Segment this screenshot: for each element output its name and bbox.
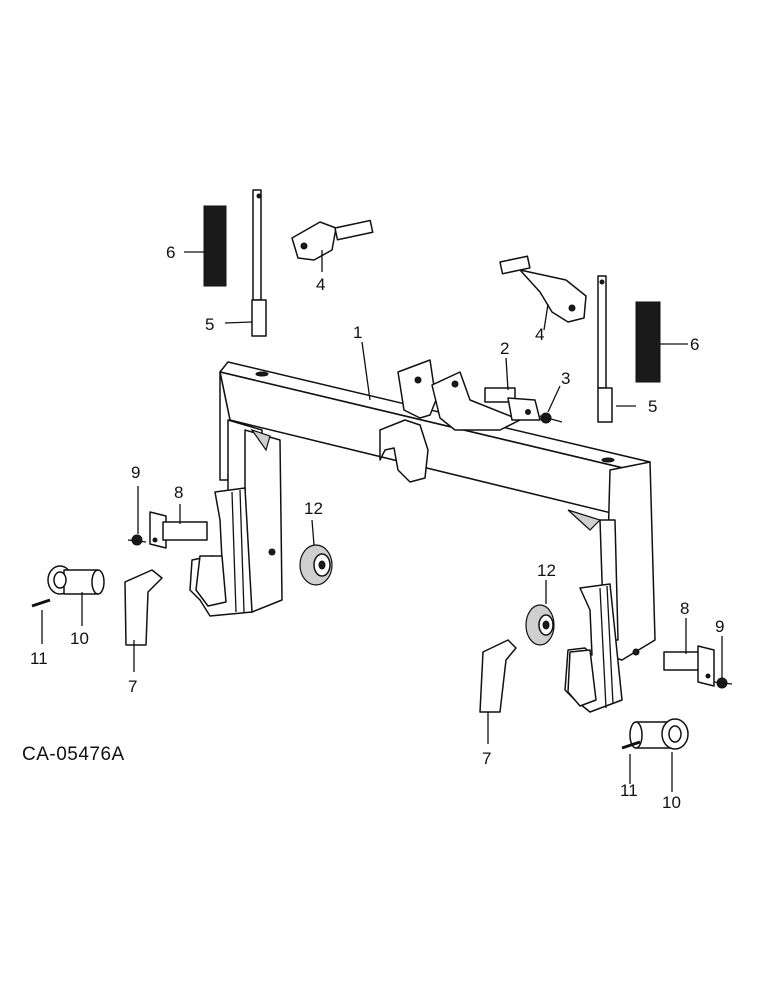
callout-7-right: 7 bbox=[482, 749, 491, 768]
spring-left bbox=[203, 205, 227, 287]
rod-right bbox=[597, 275, 613, 423]
callout-6-left: 6 bbox=[166, 243, 175, 262]
pin-right bbox=[663, 645, 715, 687]
pin-left bbox=[149, 511, 208, 549]
leader-lines bbox=[41, 250, 723, 792]
callout-1: 1 bbox=[353, 323, 362, 342]
callout-10-right: 10 bbox=[662, 793, 681, 812]
callout-9-left: 9 bbox=[131, 463, 140, 482]
callout-9-right: 9 bbox=[715, 617, 724, 636]
callout-11-left: 11 bbox=[30, 649, 48, 668]
bushing-right bbox=[629, 718, 689, 750]
callout-3: 3 bbox=[561, 369, 570, 388]
nut-left bbox=[127, 534, 147, 546]
callouts: 1 2 3 4 4 5 5 6 6 7 7 8 8 9 9 10 10 11 1… bbox=[30, 243, 724, 812]
hitch-frame bbox=[189, 359, 656, 713]
roller-left bbox=[299, 544, 333, 586]
callout-12-left: 12 bbox=[304, 499, 323, 518]
center-nut bbox=[539, 412, 563, 424]
bushing-left bbox=[47, 565, 105, 595]
center-pin bbox=[484, 387, 541, 421]
roller-right bbox=[525, 604, 555, 646]
cotter-pin-left bbox=[31, 598, 51, 608]
callout-8-right: 8 bbox=[680, 599, 689, 618]
cotter-pin-right bbox=[621, 740, 641, 750]
nut-right bbox=[713, 677, 733, 689]
callout-7-left: 7 bbox=[128, 677, 137, 696]
spring-right bbox=[635, 301, 661, 383]
lever-right bbox=[479, 639, 517, 713]
callout-5-left: 5 bbox=[205, 315, 214, 334]
rod-left bbox=[251, 189, 267, 337]
callout-5-right: 5 bbox=[648, 397, 657, 416]
latch-left bbox=[291, 219, 374, 261]
callout-12-right: 12 bbox=[537, 561, 556, 580]
callout-4-right: 4 bbox=[535, 325, 544, 344]
drawing-code: CA-05476A bbox=[22, 744, 125, 765]
callout-10-left: 10 bbox=[70, 629, 89, 648]
callout-8-left: 8 bbox=[174, 483, 183, 502]
callout-11-right: 11 bbox=[620, 781, 638, 800]
latch-right bbox=[499, 255, 587, 323]
callout-2: 2 bbox=[500, 339, 509, 358]
callout-4-left: 4 bbox=[316, 275, 325, 294]
lever-left bbox=[124, 569, 163, 646]
callout-6-right: 6 bbox=[690, 335, 699, 354]
